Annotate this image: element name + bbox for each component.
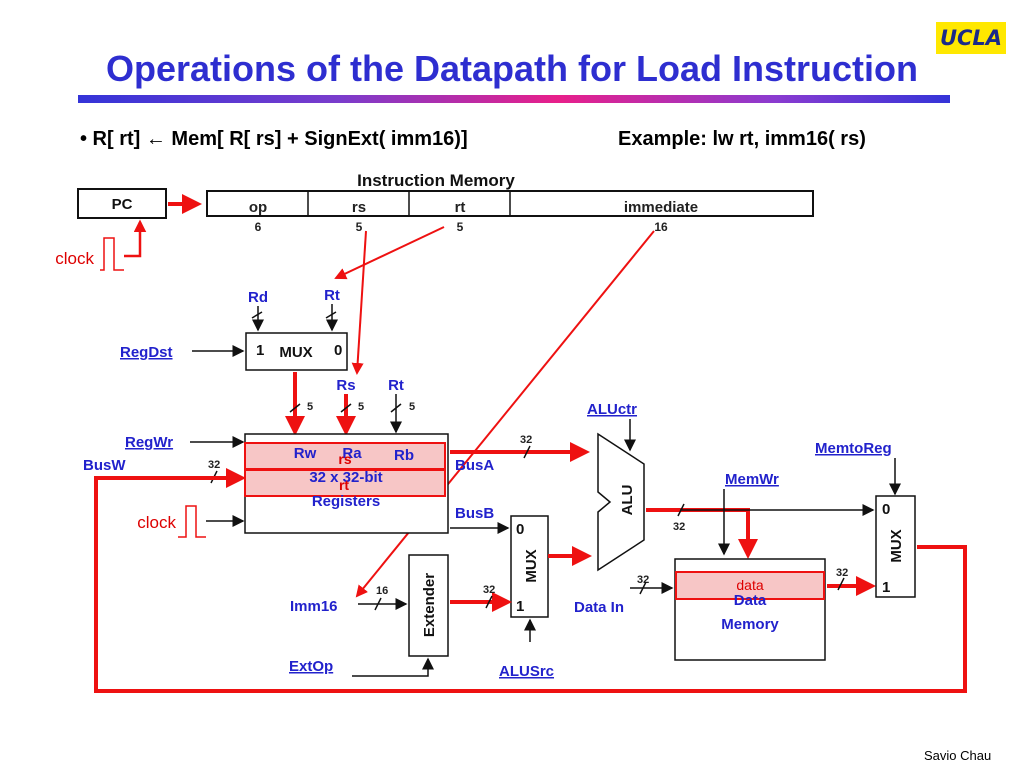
memtoreg-mux-in1: 1 [882, 579, 890, 596]
imm16-label: Imm16 [290, 598, 338, 615]
rt-label: Rt [388, 377, 404, 394]
pc-label: PC [112, 196, 133, 213]
data-memory-overlay [675, 571, 825, 600]
rs-to-register-file-wire [351, 230, 367, 375]
rt-to-regdst-mux-wire [334, 226, 445, 280]
busw-label: BusW [83, 457, 126, 474]
regdst-mux-in1: 1 [256, 342, 264, 359]
clock-wire-pc [124, 219, 147, 258]
regwr-signal: RegWr [125, 434, 173, 451]
clock-waveform-regfile [178, 505, 206, 538]
clock-waveform-pc [100, 237, 124, 271]
regdst-mux-in0: 0 [334, 342, 342, 359]
alusrc-mux [510, 515, 549, 618]
regdst-mux-label: MUX [279, 344, 312, 361]
footer-author: Savio Chau [924, 748, 992, 763]
regdst-signal: RegDst [120, 344, 173, 361]
alusrc-mux-in1: 1 [516, 598, 524, 615]
extender-label: Extender [421, 573, 438, 637]
example-text: Example: lw rt, imm16( rs) [618, 128, 866, 150]
reg-overlay-rs-text: rs [338, 451, 351, 467]
clock-label-regfile: clock [137, 513, 176, 532]
width-5-ra: 5 [358, 401, 364, 413]
imm16-routing-wire [355, 230, 655, 598]
data-overlay-text: data [736, 577, 763, 593]
data-in-label: Data In [574, 599, 624, 616]
alu-label: ALU [619, 485, 636, 516]
data-memory-line2: Memory [721, 616, 779, 633]
rd-label: Rd [248, 289, 268, 306]
extender [408, 554, 449, 657]
memtoreg-signal: MemtoReg [815, 440, 892, 457]
title-underline [78, 95, 950, 103]
rt-label-top: Rt [324, 287, 340, 304]
busa-label: BusA [455, 457, 494, 474]
reg-ra: Ra [342, 445, 362, 462]
register-overlay-rt [244, 469, 446, 497]
reg-name-label: Registers [312, 493, 380, 510]
alu [597, 432, 645, 572]
reg-rw: Rw [294, 445, 317, 462]
memtoreg-mux [875, 495, 916, 598]
extop-signal: ExtOp [289, 658, 333, 675]
width-32-memout: 32 [836, 567, 848, 579]
data-memory-line1: Data [734, 592, 767, 609]
alusrc-signal: ALUSrc [499, 663, 554, 680]
field-op: op [249, 199, 267, 216]
instruction-memory-label: Instruction Memory [357, 171, 515, 190]
alusrc-mux-label: MUX [523, 549, 540, 582]
reg-overlay-rt-text: rt [339, 477, 349, 493]
regdst-mux [245, 332, 348, 371]
reg-size-label: 32 x 32-bit [309, 469, 382, 486]
bullet-rtl: • R[ rt] ← Mem[ R[ rs] + SignExt( imm16)… [80, 128, 468, 150]
field-rt-width: 5 [457, 220, 464, 234]
width-32-datain: 32 [637, 574, 649, 586]
field-rs-width: 5 [356, 220, 363, 234]
rs-label: Rs [336, 377, 355, 394]
width-5-rb: 5 [409, 401, 415, 413]
ucla-logo: UCLA [936, 22, 1006, 54]
width-32-busw: 32 [208, 459, 220, 471]
width-32-aluout: 32 [673, 521, 685, 533]
field-rt: rt [455, 199, 466, 216]
width-32-busa: 32 [520, 434, 532, 446]
slide-title: Operations of the Datapath for Load Inst… [105, 48, 919, 89]
field-op-width: 6 [255, 220, 262, 234]
memtoreg-mux-label: MUX [888, 529, 905, 562]
width-32-ext: 32 [483, 584, 495, 596]
pc-box [77, 188, 167, 219]
width-16-imm: 16 [376, 585, 388, 597]
field-immediate-width: 16 [654, 220, 668, 234]
width-5-rw: 5 [307, 401, 313, 413]
register-overlay-rs [244, 442, 446, 470]
memwr-signal: MemWr [725, 471, 779, 488]
field-immediate: immediate [624, 199, 698, 216]
busb-label: BusB [455, 505, 494, 522]
alusrc-mux-in0: 0 [516, 521, 524, 538]
writeback-busw-wire [94, 468, 967, 693]
memtoreg-mux-in0: 0 [882, 501, 890, 518]
clock-label-pc: clock [55, 249, 94, 268]
reg-rb: Rb [394, 447, 414, 464]
aluctr-signal: ALUctr [587, 401, 637, 418]
field-rs: rs [352, 199, 366, 216]
